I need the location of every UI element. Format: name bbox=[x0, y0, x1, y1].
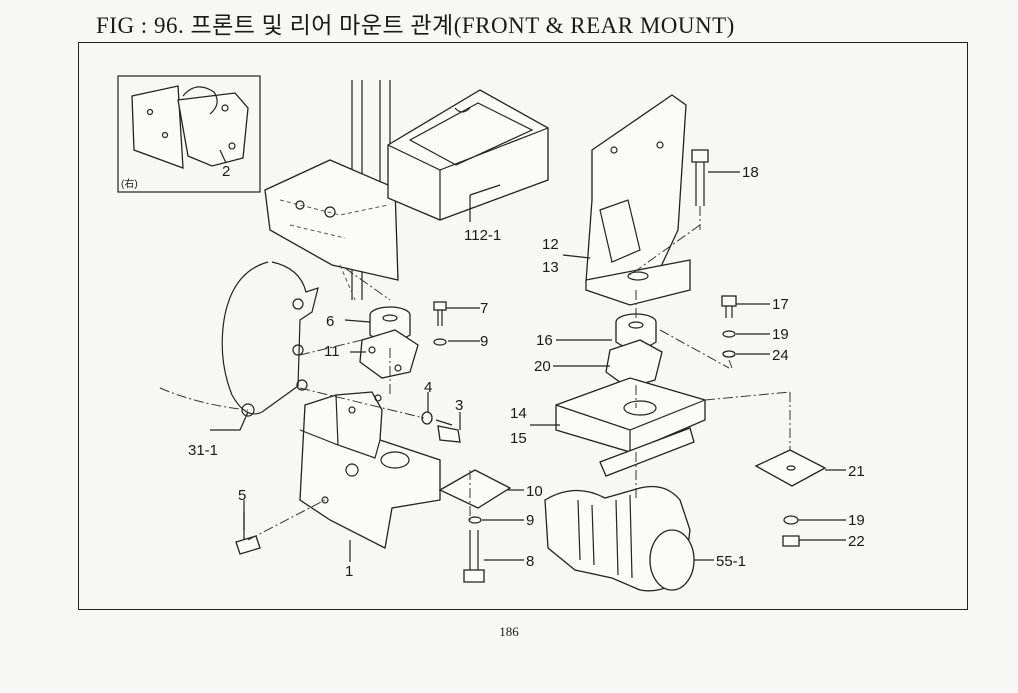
rear-fender-bracket bbox=[585, 94, 691, 306]
plate-10 bbox=[438, 469, 512, 583]
bolt-7 bbox=[433, 301, 447, 346]
diagram-frame bbox=[78, 42, 968, 610]
callout-11: 11 bbox=[324, 343, 340, 360]
front-rubber-mount bbox=[359, 306, 419, 379]
callout-19-upper: 19 bbox=[772, 326, 789, 343]
callout-9-plate: 9 bbox=[526, 512, 534, 529]
callout-15: 15 bbox=[510, 430, 527, 447]
callout-31-1: 31-1 bbox=[188, 442, 218, 459]
callout-10: 10 bbox=[526, 483, 543, 500]
engine-block-outline bbox=[159, 261, 319, 417]
bolt-18 bbox=[691, 149, 709, 230]
rear-rubber-mount bbox=[605, 313, 663, 389]
leader-lines bbox=[210, 171, 846, 562]
callout-17: 17 bbox=[772, 296, 789, 313]
callout-5: 5 bbox=[238, 487, 246, 504]
callout-19-lower: 19 bbox=[848, 512, 865, 529]
page-title: FIG : 96. 프론트 및 리어 마운트 관계(FRONT & REAR M… bbox=[96, 13, 735, 38]
callout-4: 4 bbox=[424, 379, 432, 396]
inset-note: (右) bbox=[121, 177, 138, 190]
page-number: 186 bbox=[499, 624, 519, 639]
frame-rails bbox=[264, 80, 399, 301]
battery-tray bbox=[387, 89, 549, 221]
callout-16: 16 bbox=[536, 332, 553, 349]
inset-part-label: 2 bbox=[222, 163, 230, 180]
callout-14: 14 bbox=[510, 405, 527, 422]
rear-bracket bbox=[555, 377, 706, 477]
callout-24: 24 bbox=[772, 347, 789, 364]
front-bracket bbox=[299, 391, 441, 549]
pin-5 bbox=[235, 512, 261, 555]
callout-20: 20 bbox=[534, 358, 551, 375]
callout-6: 6 bbox=[326, 313, 334, 330]
callout-112-1: 112-1 bbox=[464, 227, 501, 244]
plate-21 bbox=[754, 392, 827, 547]
callout-13: 13 bbox=[542, 259, 559, 276]
callout-21: 21 bbox=[848, 463, 865, 480]
transmission-housing bbox=[544, 485, 695, 592]
callout-7: 7 bbox=[480, 300, 488, 317]
inset-detail: 2 (右) bbox=[117, 75, 261, 193]
bolt-3 bbox=[421, 411, 461, 443]
callout-55-1: 55-1 bbox=[716, 553, 746, 570]
callout-1: 1 bbox=[345, 563, 353, 580]
assembly-lines bbox=[247, 224, 791, 541]
bolt-17 bbox=[721, 295, 737, 369]
callout-labels: 31-1 6 11 7 9 4 3 5 1 10 9 8 112-1 12 13… bbox=[188, 164, 865, 580]
callout-12: 12 bbox=[542, 236, 559, 253]
callout-22: 22 bbox=[848, 533, 865, 550]
callout-8: 8 bbox=[526, 553, 534, 570]
callout-9-front: 9 bbox=[480, 333, 488, 350]
callout-18: 18 bbox=[742, 164, 759, 181]
callout-3: 3 bbox=[455, 397, 463, 414]
